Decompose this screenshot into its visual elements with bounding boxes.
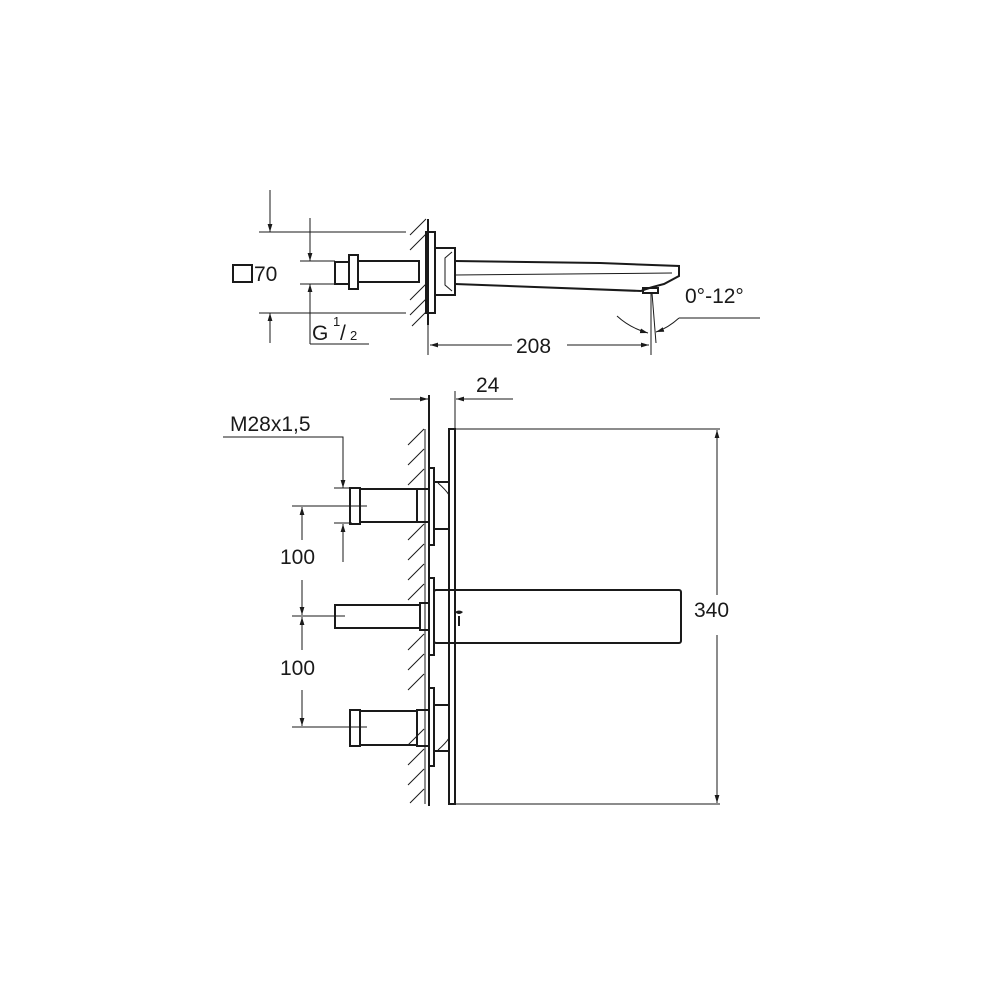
side-view: 70 G 1 / 2 208 [232, 190, 760, 358]
wall-side [409, 218, 429, 327]
thread-numerator: 1 [333, 314, 340, 329]
thread-label: G [312, 322, 328, 345]
thread-spec-dimension: M28x1,5 [223, 413, 352, 562]
thread-dimension: G 1 / 2 [300, 218, 369, 345]
thread-denominator: 2 [350, 328, 357, 343]
angle-label: 0°-12° [685, 285, 744, 308]
spout-front [334, 577, 682, 656]
spacing-dimension: 100 100 [280, 505, 367, 728]
lower-valve [349, 687, 450, 767]
total-height-dimension: 340 [694, 430, 729, 803]
angle-dimension: 0°-12° [616, 285, 760, 344]
square-70-dimension: 70 [232, 190, 406, 343]
spout-side [334, 231, 680, 314]
wall-offset-dimension: 24 [390, 374, 513, 429]
projection-label: 208 [516, 335, 551, 358]
front-view: 24 M28x1,5 100 100 340 [223, 374, 729, 806]
projection-dimension: 208 [427, 293, 652, 358]
square-size-label: 70 [254, 263, 277, 286]
cover-plate [448, 428, 720, 805]
spacing-upper-label: 100 [280, 546, 315, 569]
thread-slash: / [340, 322, 346, 345]
total-height-label: 340 [694, 599, 729, 622]
thread-spec-label: M28x1,5 [230, 413, 311, 436]
spacing-lower-label: 100 [280, 657, 315, 680]
brand-logo-icon [455, 610, 463, 626]
wall-offset-label: 24 [476, 374, 500, 397]
square-icon [232, 264, 253, 283]
